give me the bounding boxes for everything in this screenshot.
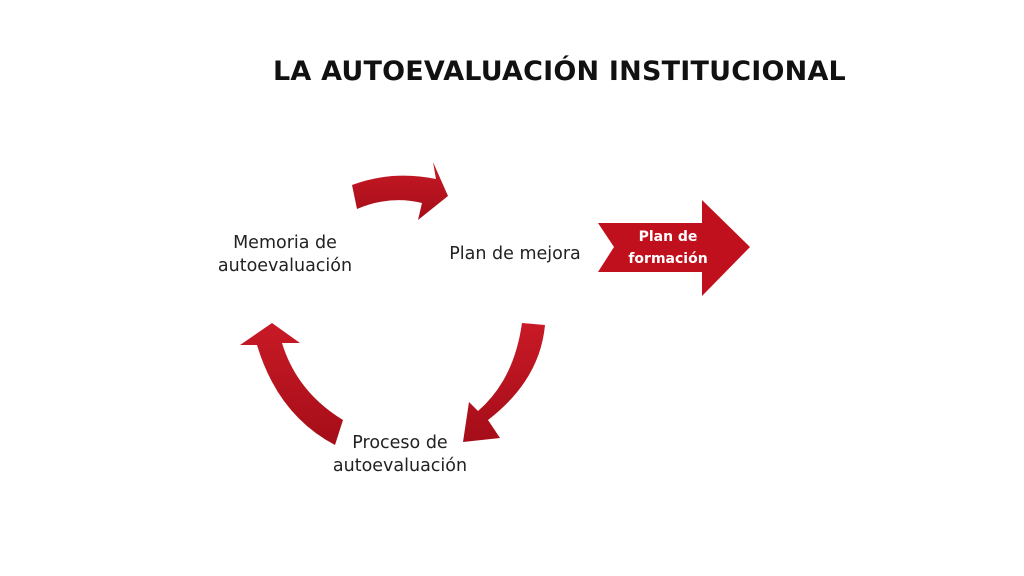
node-proceso-line1: Proceso de xyxy=(352,433,448,453)
node-proceso-label: Proceso de autoevaluación xyxy=(310,432,490,478)
node-plan-mejora-label: Plan de mejora xyxy=(440,243,590,266)
plan-formacion-line2: formación xyxy=(628,251,708,267)
plan-formacion-label: Plan de formación xyxy=(606,226,730,270)
node-plan-mejora-text: Plan de mejora xyxy=(449,244,581,264)
node-memoria-line1: Memoria de xyxy=(233,233,337,253)
node-memoria-line2: autoevaluación xyxy=(217,256,353,276)
node-memoria-label: Memoria de autoevaluación xyxy=(195,232,375,278)
cycle-arrow-right xyxy=(463,323,545,442)
plan-formacion-arrow xyxy=(598,200,750,296)
node-proceso-line2: autoevaluación xyxy=(332,456,468,476)
cycle-arrow-left xyxy=(240,323,343,445)
slide-title: LA AUTOEVALUACIÓN INSTITUCIONAL xyxy=(273,56,846,87)
cycle-arrow-top xyxy=(352,162,448,220)
plan-formacion-line1: Plan de xyxy=(638,229,698,245)
